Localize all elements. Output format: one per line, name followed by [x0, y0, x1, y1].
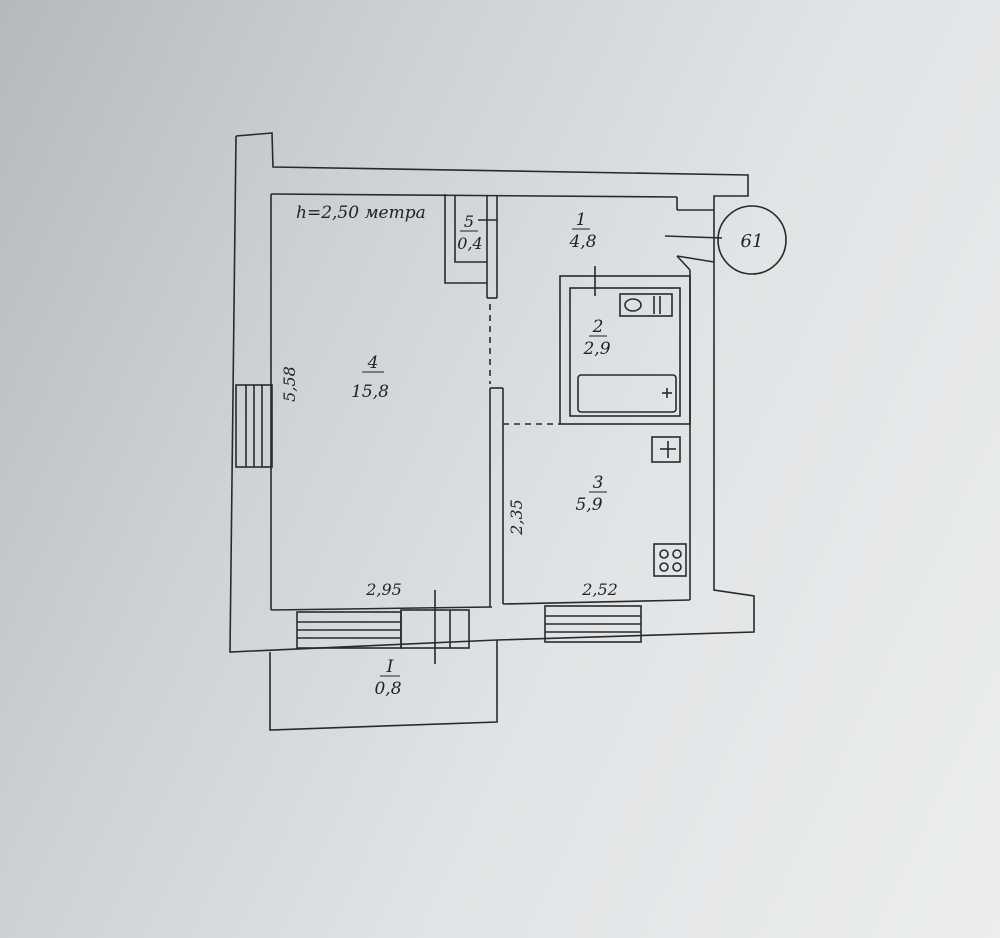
balcony	[269, 640, 498, 731]
room2-number: 2	[592, 317, 604, 337]
walls	[229, 132, 787, 731]
entry-wall-corner	[676, 255, 691, 271]
room3-height-dim: 2,35	[507, 499, 526, 536]
bathtub-icon	[577, 374, 677, 413]
room5-area: 0,4	[457, 234, 482, 253]
stove-icon	[653, 543, 687, 577]
room2-area: 2,9	[582, 339, 610, 359]
room3-number: 3	[593, 473, 604, 493]
door-jamb-bottom	[676, 255, 715, 263]
outer-wall	[229, 132, 755, 653]
closet-inner-wall	[454, 196, 487, 263]
room3-width-dim: 2,52	[581, 580, 618, 599]
room3-bottom-wall	[502, 599, 691, 605]
house-number: 61	[741, 231, 764, 252]
inner-wall-left	[270, 193, 678, 198]
room1-number: 1	[576, 210, 587, 230]
room4-number: 4	[367, 353, 379, 373]
stove-burner-3	[659, 562, 669, 572]
bathroom-wall-outer	[559, 275, 691, 425]
room1-area: 4,8	[568, 232, 596, 252]
room4-height-dim: 5,58	[280, 366, 299, 402]
room4-bottom-wall	[270, 606, 493, 611]
balcony-area: 0,8	[374, 679, 401, 699]
entry-door	[664, 235, 723, 239]
bathroom-wall-inner	[569, 287, 681, 417]
room4-area: 15,8	[351, 382, 389, 402]
balcony-number: I	[386, 657, 394, 677]
house-number-circle	[717, 205, 787, 275]
stove-burner-2	[672, 549, 682, 559]
stove-burner-4	[672, 562, 682, 572]
room4-width-dim: 2,95	[365, 580, 402, 599]
room3-area: 5,9	[575, 495, 602, 515]
sink-bowl	[624, 298, 642, 312]
sink-icon	[619, 293, 673, 317]
stove-burner-1	[659, 549, 669, 559]
room5-number: 5	[464, 212, 474, 231]
closet-wall	[444, 194, 487, 284]
kitchen-sink-icon	[651, 436, 681, 463]
ceiling-height-label: h=2,50 метра	[296, 203, 426, 223]
